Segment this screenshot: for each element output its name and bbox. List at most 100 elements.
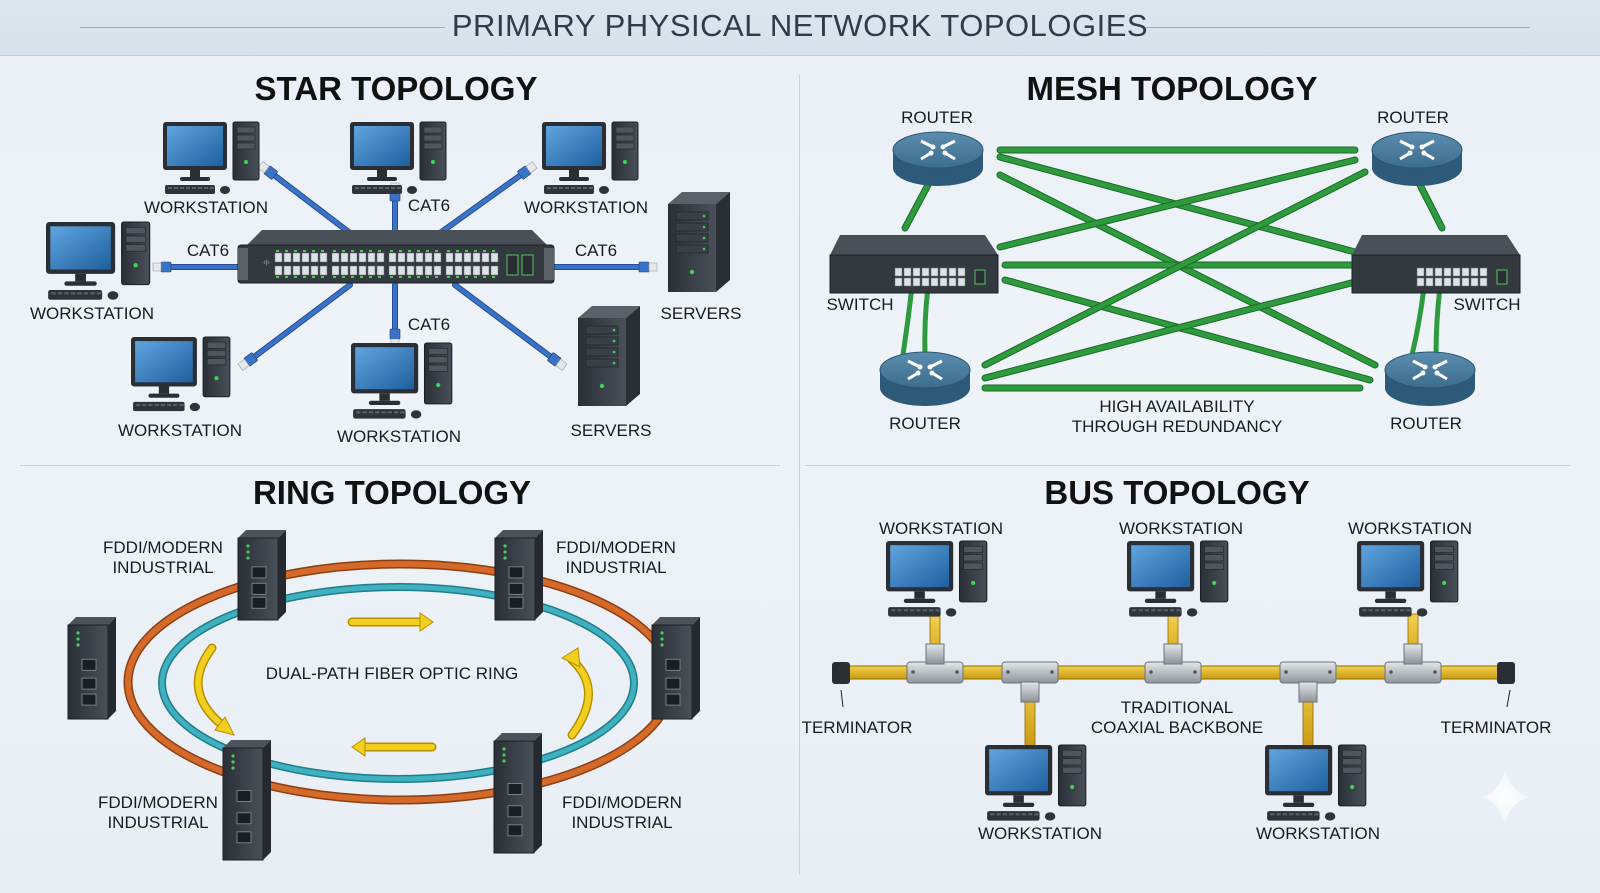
- rj45-port: [251, 596, 267, 609]
- monitor-stand: [1385, 591, 1396, 599]
- key: [1400, 609, 1405, 612]
- port-led: [351, 250, 354, 252]
- ring-caption: DUAL-PATH FIBER OPTIC RING: [266, 664, 519, 683]
- router-top: [892, 131, 984, 169]
- status-led: [502, 759, 506, 763]
- key: [565, 187, 569, 189]
- workstation-icon: [1265, 744, 1367, 821]
- mesh-cable: [922, 286, 931, 356]
- port-led: [360, 250, 363, 252]
- switch-top: [830, 235, 998, 255]
- arrow-right-head: [419, 612, 434, 632]
- switch-port: [376, 252, 385, 263]
- monitor-stand: [569, 170, 579, 177]
- router-arrowhead: [942, 150, 948, 156]
- monitor-screen: [50, 226, 111, 270]
- keyboard: [544, 185, 594, 194]
- keyboard: [165, 185, 215, 194]
- key: [1374, 609, 1380, 612]
- tower-bay: [1434, 554, 1454, 562]
- rj45-port: [507, 824, 523, 837]
- tee-branch: [925, 643, 945, 665]
- port-led: [321, 276, 324, 278]
- key: [168, 187, 172, 189]
- key: [897, 609, 902, 612]
- switch-port: [331, 252, 340, 263]
- switch-port: [1461, 277, 1470, 287]
- mouse: [220, 186, 230, 194]
- tee-connector-icon: [1001, 661, 1059, 703]
- switch-port: [921, 277, 930, 287]
- switch-port: [481, 265, 490, 276]
- cat6-cable: [438, 170, 527, 235]
- key: [368, 411, 374, 414]
- tower-bay: [1434, 545, 1454, 553]
- rj45-port: [81, 658, 97, 671]
- server-side: [716, 192, 730, 292]
- tee-screw: [1149, 670, 1153, 674]
- key: [179, 403, 184, 407]
- drive-bay: [585, 358, 619, 368]
- switch-port: [921, 267, 930, 277]
- port-led: [408, 276, 411, 278]
- status-led: [76, 631, 80, 635]
- key: [1393, 609, 1398, 612]
- tower-bay: [615, 126, 635, 134]
- monitor-base: [368, 400, 401, 405]
- server-icon: [578, 306, 640, 406]
- switch-port: [301, 265, 310, 276]
- key: [355, 187, 359, 189]
- port-led: [435, 250, 438, 252]
- key: [1387, 609, 1392, 612]
- switch-port: [1425, 267, 1434, 277]
- port-led: [426, 250, 429, 252]
- ring-label-line1: FDDI/MODERN: [562, 793, 682, 812]
- key: [400, 411, 405, 414]
- mesh-cables: [900, 146, 1446, 392]
- workstation-icon: [350, 121, 447, 194]
- key: [1163, 609, 1168, 612]
- power-led: [1350, 784, 1355, 790]
- rj45-port: [665, 658, 681, 671]
- sfp-port: [974, 269, 986, 285]
- keyboard: [352, 185, 402, 194]
- ring-label-line1: FDDI/MODERN: [98, 793, 218, 812]
- key: [51, 292, 56, 295]
- key: [916, 609, 921, 612]
- star-label-workstation-bottom-center: WORKSTATION: [337, 427, 461, 446]
- page-title: PRIMARY PHYSICAL NETWORK TOPOLOGIES: [451, 8, 1149, 43]
- rj45-connector-icon: [517, 161, 538, 180]
- device-top: [495, 530, 543, 538]
- tower-bay: [125, 235, 146, 243]
- header-rule-right: [1145, 27, 1530, 28]
- keyboard: [1129, 607, 1182, 617]
- sfp-port: [506, 254, 519, 276]
- key: [990, 813, 995, 816]
- mesh-caption-line1: HIGH AVAILABILITY: [1099, 397, 1254, 416]
- device-top: [652, 617, 700, 625]
- port-led: [285, 250, 288, 252]
- server-side: [626, 306, 640, 406]
- switch-port: [340, 265, 349, 276]
- server-top: [578, 306, 640, 318]
- monitor-stand: [1155, 591, 1166, 599]
- tower-bay: [206, 358, 227, 366]
- tower-bay: [963, 545, 983, 553]
- switch-port: [445, 252, 454, 263]
- workstation-icon: [886, 540, 988, 617]
- star-label-servers-bottom-right: SERVERS: [571, 421, 652, 440]
- keyboard: [48, 290, 103, 300]
- key: [922, 609, 927, 612]
- bus-label-workstation-top-2: WORKSTATION: [1119, 519, 1243, 538]
- arrow-down-left: [195, 645, 225, 728]
- workstation-icon: [1127, 540, 1229, 617]
- rj45-port: [508, 596, 524, 609]
- port-led: [465, 250, 468, 252]
- rj45-port: [508, 582, 524, 595]
- switch-port: [415, 265, 424, 276]
- tee-branch: [1163, 643, 1183, 665]
- switch-icon: [829, 235, 999, 294]
- switch-port: [319, 252, 328, 263]
- star-cable-label-bottom: CAT6: [408, 315, 450, 334]
- rj45-port: [236, 790, 252, 802]
